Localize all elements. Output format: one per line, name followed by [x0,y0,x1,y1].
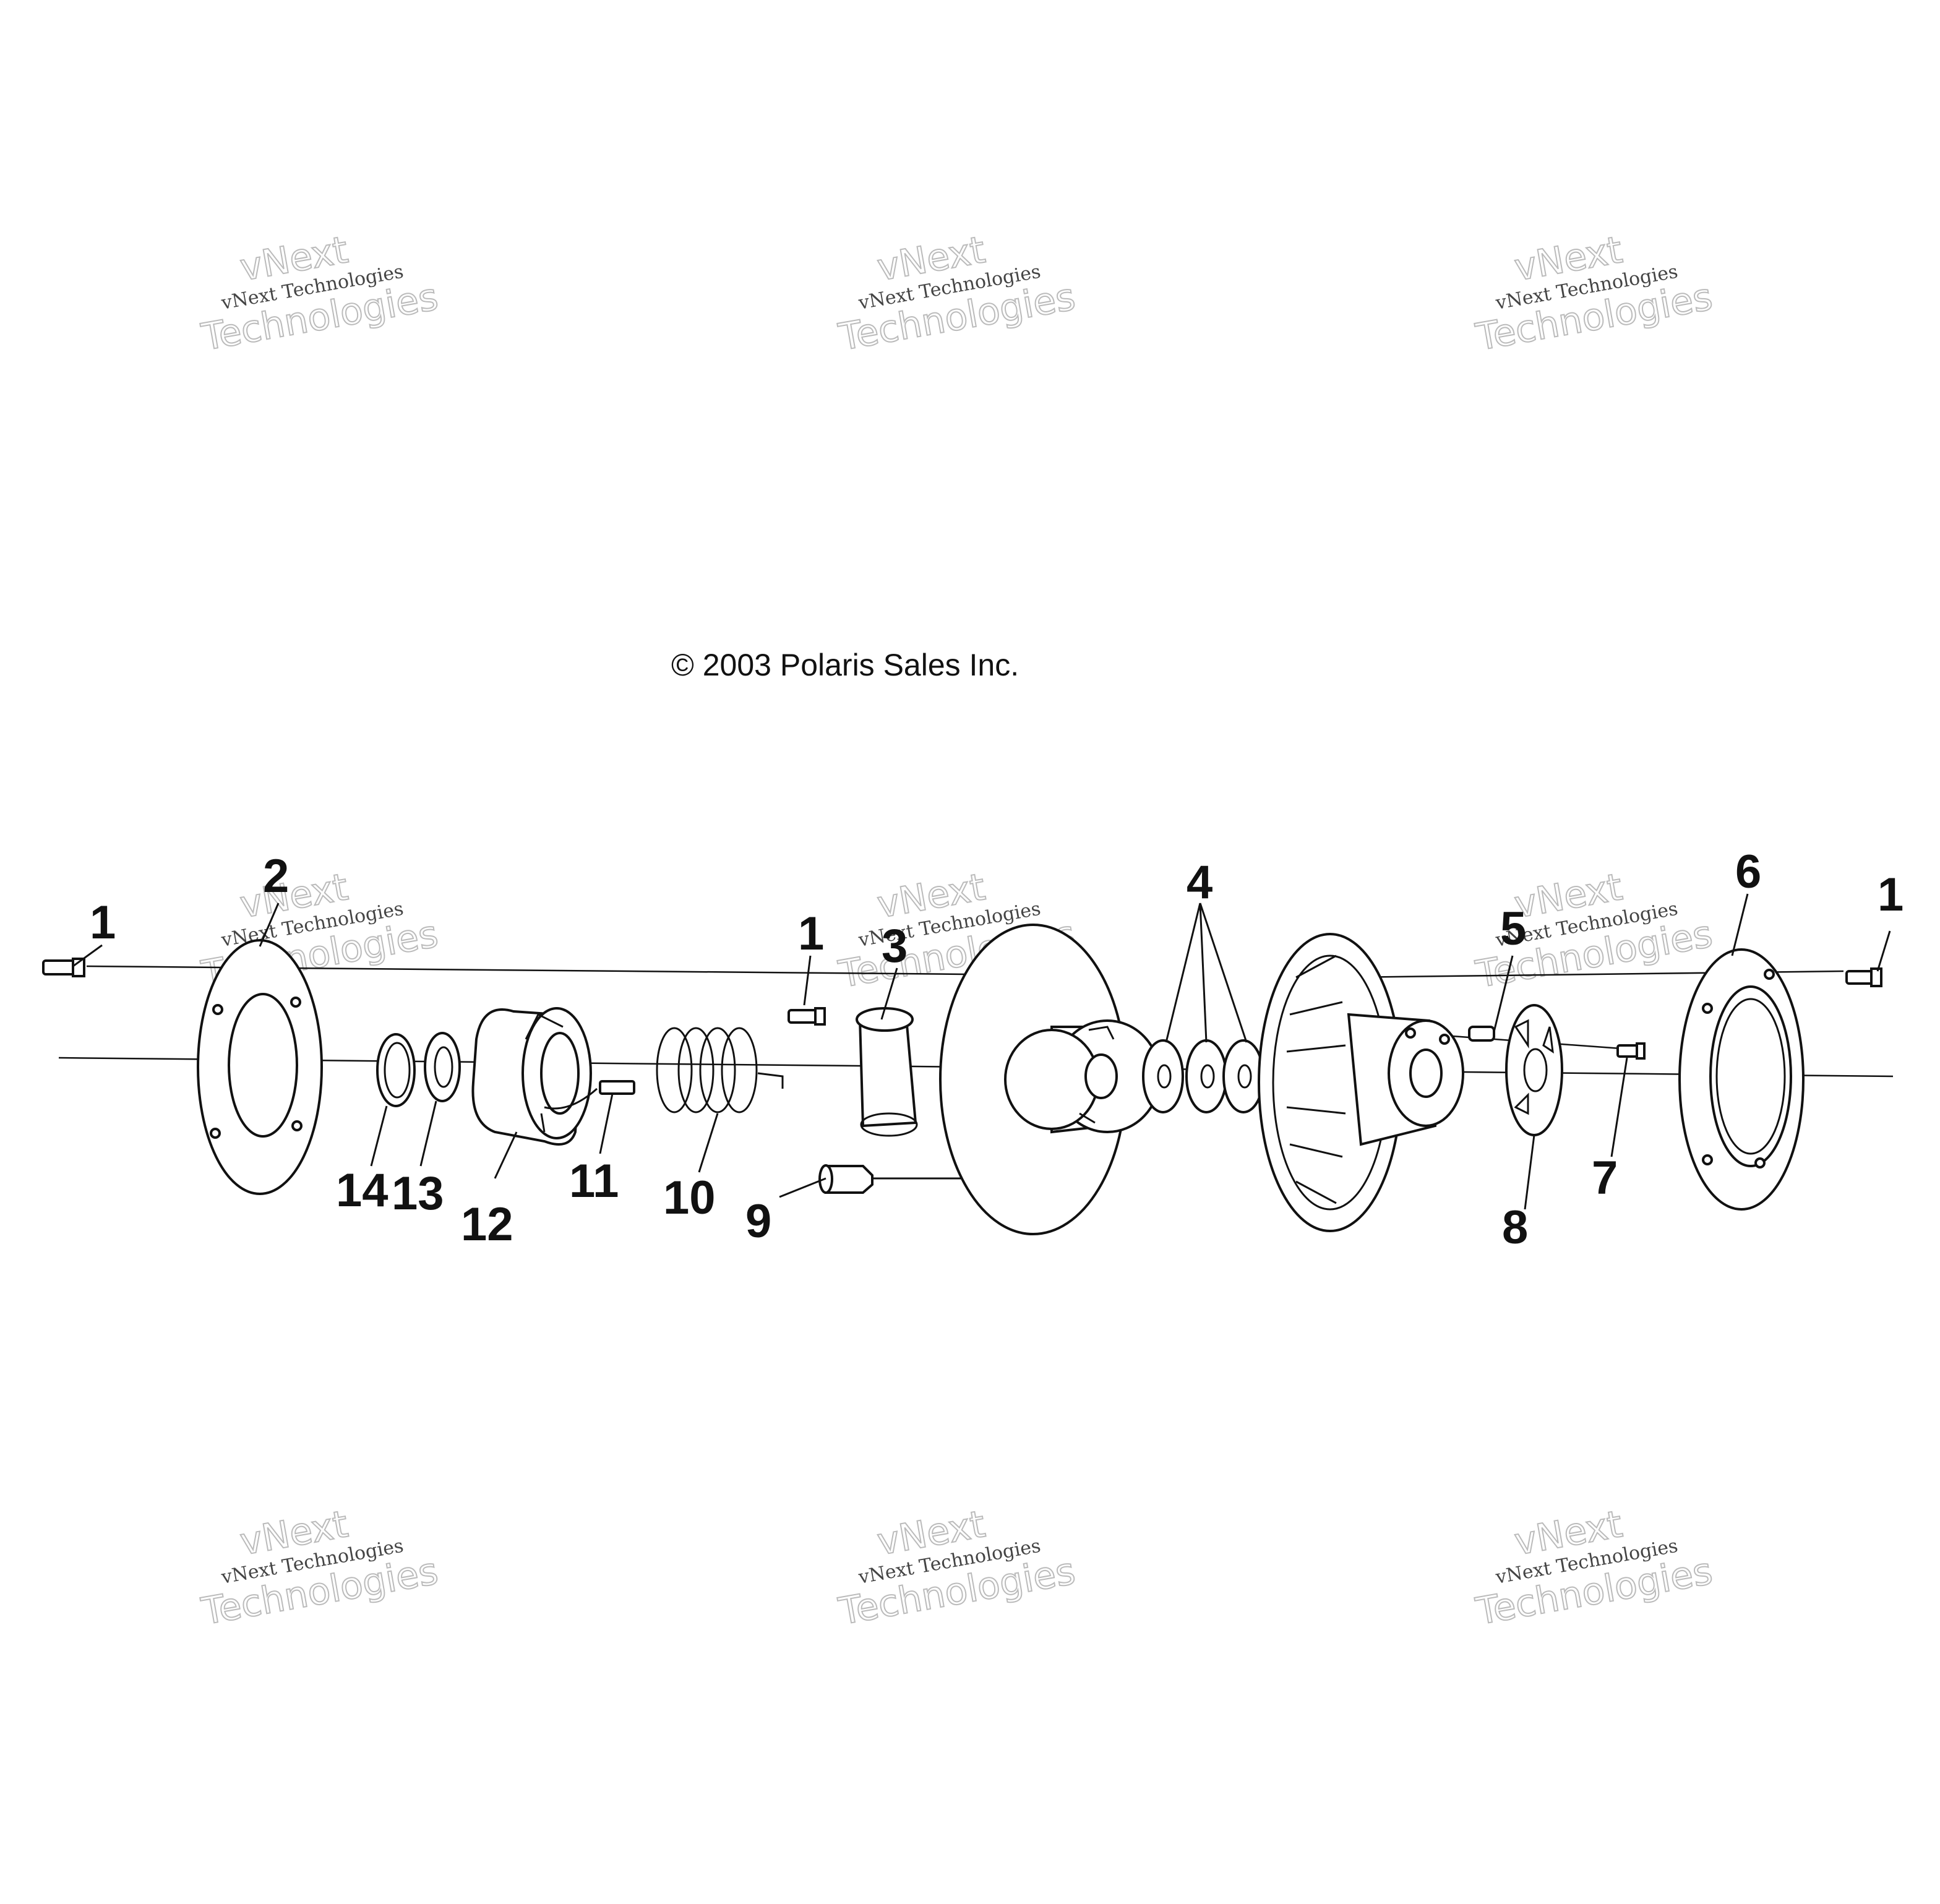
watermark-bottom-left: vNext vNext Technologies Technologies [197,1502,442,1634]
bolt-part-5 [1468,1026,1495,1042]
washer-part-13 [424,1032,461,1102]
callout-2: 2 [263,850,289,903]
bushing-part-3 [856,1007,918,1137]
callout-11: 11 [569,1155,619,1207]
callout-14: 14 [336,1164,388,1217]
copyright-text: © 2003 Polaris Sales Inc. [671,648,1019,682]
cover-plate-part-2 [197,939,323,1195]
movable-sheave [1258,933,1464,1232]
watermark-bottom-center: vNext vNext Technologies Technologies [835,1502,1079,1634]
callout-7: 7 [1592,1152,1618,1204]
watermark-top-right: vNext vNext Technologies Technologies [1472,228,1716,360]
callout-12: 12 [461,1198,513,1251]
button-part-9 [818,1164,965,1194]
spring-part-10 [656,1027,784,1113]
stationary-sheave [939,924,1161,1235]
leader-lines [72,893,1891,1210]
callout-9: 9 [745,1195,771,1248]
bolt-part-1-right [1845,967,1882,987]
pin-part-11 [599,1080,635,1095]
watermark-bottom-right: vNext vNext Technologies Technologies [1472,1502,1716,1634]
bolt-part-1-middle [788,1007,826,1026]
screw-part-7 [1616,1042,1646,1060]
watermark-top-center: vNext vNext Technologies Technologies [835,228,1079,360]
watermark-group: vNext vNext Technologies Technologies vN… [197,228,1716,1634]
washers-part-4 [1142,1039,1264,1113]
callout-8: 8 [1502,1201,1528,1254]
helix-part-12 [471,1007,598,1146]
callout-1-middle: 1 [798,907,824,960]
bolt-part-1-left [42,958,85,977]
callout-13: 13 [392,1167,444,1220]
callout-3: 3 [882,920,908,972]
snap-ring-part-14 [376,1033,416,1107]
retainer-part-8 [1505,1004,1563,1136]
callout-6: 6 [1735,846,1761,898]
watermark-top-left: vNext vNext Technologies Technologies [197,228,442,360]
callout-1-left: 1 [90,896,116,949]
callout-numbers: 1 2 1 3 4 5 6 1 7 8 9 10 11 12 13 14 [90,846,1904,1254]
callout-5: 5 [1500,903,1526,955]
callout-4: 4 [1187,856,1212,909]
callout-1-right: 1 [1878,868,1904,921]
cover-ring-part-6 [1678,948,1805,1211]
callout-10: 10 [663,1172,716,1224]
